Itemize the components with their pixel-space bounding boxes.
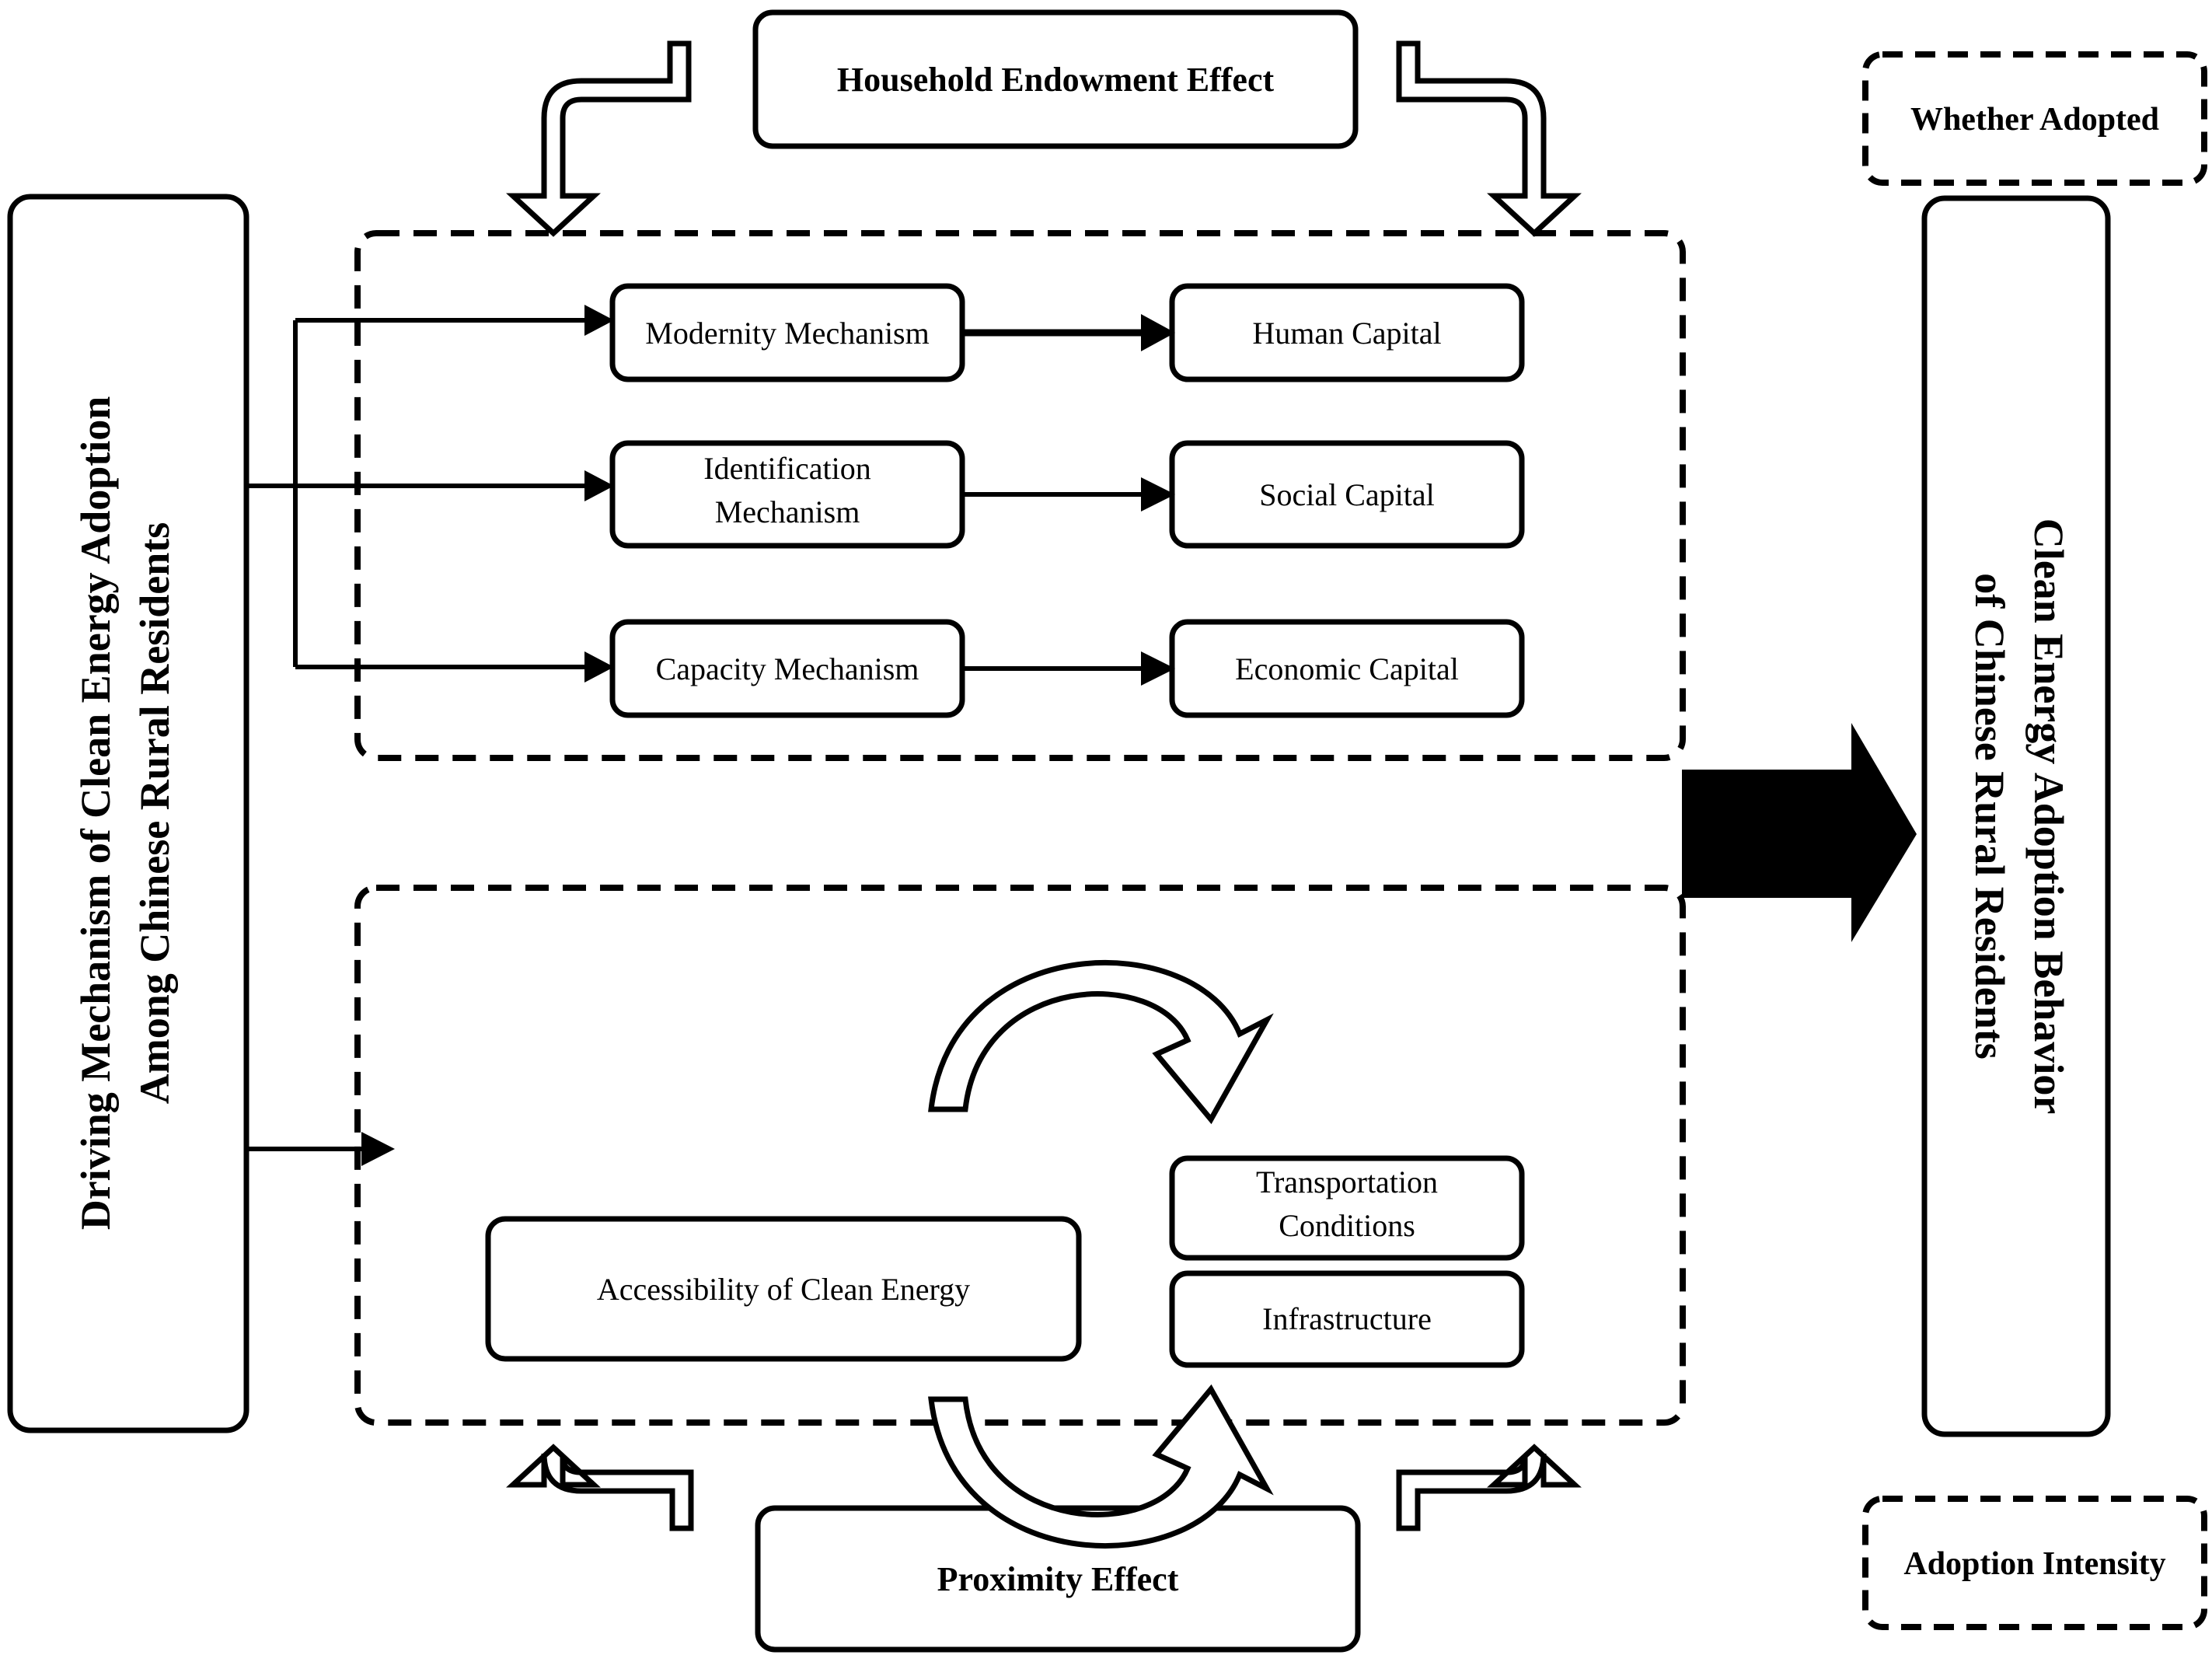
mechanism-label-modernity: Modernity Mechanism <box>645 316 930 351</box>
proximity-effect-label: Proximity Effect <box>937 1560 1179 1598</box>
block-arrow-top-left <box>506 40 692 237</box>
proximity-group <box>354 885 1686 1426</box>
curved-arrow-up-to-transportation <box>928 960 1274 1125</box>
accessibility-box <box>485 1216 1082 1362</box>
whether-adopted-label: Whether Adopted <box>1910 102 2159 138</box>
transportation-conditions-box <box>1169 1155 1525 1261</box>
infrastructure-label: Infrastructure <box>1262 1301 1432 1336</box>
infrastructure-box <box>1169 1270 1525 1368</box>
curved-arrow-down-to-accessibility <box>928 1384 1274 1549</box>
arrowhead-economic-capital <box>1141 651 1175 686</box>
block-arrow-bottom-left <box>506 1444 694 1531</box>
left-title-box <box>7 194 249 1433</box>
transportation-label-line1: Transportation <box>1256 1164 1438 1199</box>
arrowhead-human-capital <box>1141 314 1175 351</box>
outcome-main-box <box>1921 195 2111 1437</box>
arrowhead-modernity <box>584 305 614 336</box>
mechanism-label-identification-line1: Identification <box>703 451 870 486</box>
capital-label-economic: Economic Capital <box>1235 651 1459 686</box>
left-title-line2: Among Chinese Rural Residents <box>131 522 178 1105</box>
right-title-text-group: Clean Energy Adoption Behavior of Chines… <box>1966 518 2072 1115</box>
block-arrow-bottom-right <box>1396 1444 1582 1531</box>
right-title-line2: of Chinese Rural Residents <box>1966 573 2013 1060</box>
household-endowment-effect-label: Household Endowment Effect <box>837 61 1275 99</box>
main-outcome-arrow <box>1682 723 1917 942</box>
whether-adopted-box <box>1862 51 2207 186</box>
mechanism-label-capacity: Capacity Mechanism <box>656 651 919 686</box>
left-title-line1: Driving Mechanism of Clean Energy Adopti… <box>72 396 119 1231</box>
right-title-line1: Clean Energy Adoption Behavior <box>2025 518 2072 1115</box>
capital-label-human: Human Capital <box>1252 316 1441 351</box>
arrowhead-social-capital <box>1141 477 1175 512</box>
arrowhead-capacity <box>584 651 614 683</box>
capital-label-social: Social Capital <box>1259 477 1435 512</box>
block-arrow-top-right <box>1396 40 1582 237</box>
mechanism-label-identification-line2: Mechanism <box>715 494 860 529</box>
arrowhead-proximity-group <box>361 1132 395 1166</box>
adoption-intensity-box <box>1862 1496 2207 1630</box>
household-endowment-effect-box <box>752 9 1359 149</box>
transportation-label-line2: Conditions <box>1279 1208 1415 1243</box>
left-title-text-group: Driving Mechanism of Clean Energy Adopti… <box>72 396 178 1231</box>
household-endowment-group <box>354 230 1686 761</box>
adoption-intensity-label: Adoption Intensity <box>1903 1546 2165 1582</box>
accessibility-label: Accessibility of Clean Energy <box>597 1272 970 1307</box>
arrowhead-identification <box>584 470 614 501</box>
